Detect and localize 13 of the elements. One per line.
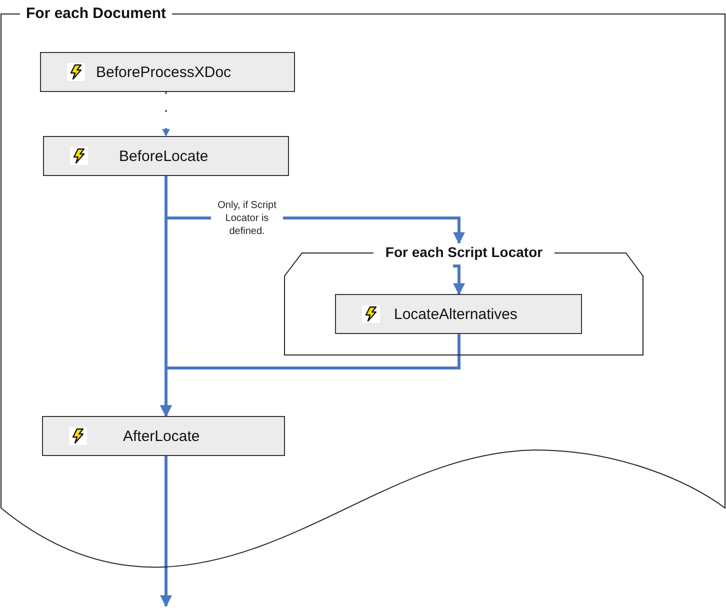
event-box xyxy=(335,294,582,334)
event-box xyxy=(43,136,289,176)
edge-label: Only, if Script Locator is defined. xyxy=(211,198,283,238)
event-name: BeforeLocate xyxy=(119,148,208,164)
event-name: LocateAlternatives xyxy=(394,306,518,322)
loop-title: For each Script Locator xyxy=(373,244,555,260)
event-name: BeforeProcessXDoc xyxy=(96,64,232,80)
flow-arrow xyxy=(160,334,460,418)
event-box xyxy=(42,416,285,456)
flow-arrow xyxy=(453,264,465,296)
event-name: AfterLocate xyxy=(123,428,200,444)
event-box xyxy=(40,52,295,92)
flow-arrow xyxy=(160,456,172,608)
